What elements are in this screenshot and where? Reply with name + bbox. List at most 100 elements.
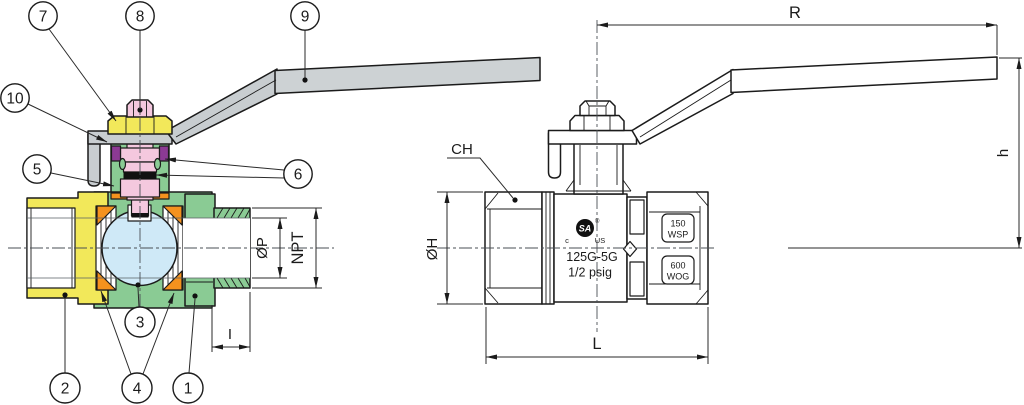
leader-dot-3 <box>135 282 141 288</box>
ext-stem-head <box>579 100 616 117</box>
callout-9-label: 9 <box>301 9 310 26</box>
dim-l-label: L <box>592 335 601 353</box>
dim-npt-label: NPT <box>289 232 307 265</box>
callout-3: 3 <box>124 282 156 338</box>
class-rating-text: 125G-5G <box>566 250 617 264</box>
callout-3-circle <box>124 306 156 338</box>
callout-2-circle <box>49 372 81 404</box>
callout-4-leader-a <box>100 290 132 375</box>
callout-4: 4 <box>100 290 175 404</box>
wog-stamp-box <box>661 255 695 285</box>
callout-6-leader-b <box>155 172 285 179</box>
callout-4-leader-b <box>142 292 175 375</box>
diamond-stamp <box>622 240 638 258</box>
callout-4-label: 4 <box>133 381 142 398</box>
csa-mark: SA ® c US <box>565 218 605 245</box>
ball-seats-orange <box>96 205 183 291</box>
csa-circle <box>576 219 594 237</box>
callout-5-label: 5 <box>33 162 42 179</box>
leader-dot-ch <box>512 197 518 203</box>
ext-left-hex-facets <box>484 192 542 304</box>
callout-4-circle <box>121 372 153 404</box>
callout-2-label: 2 <box>61 381 70 398</box>
ext-handle-arm <box>631 68 734 145</box>
leader-dot-9 <box>302 77 308 83</box>
wog-stamp: 600 WOG <box>667 261 690 282</box>
ext-packing-nut <box>569 114 625 132</box>
callout-6-leader-a <box>164 157 285 171</box>
ext-nut-facets <box>583 115 611 131</box>
wog-value: 600 <box>670 261 685 271</box>
csa-reg-symbol: ® <box>595 218 600 225</box>
ext-collar-notch-top <box>629 199 645 235</box>
ext-stem-neck <box>573 141 624 195</box>
seat-top-right <box>162 205 183 226</box>
callout-6-circle <box>283 159 313 189</box>
gland-oring-right <box>153 157 162 171</box>
wsp-stamp: 150 WSP <box>668 219 689 240</box>
dim-ch-label: CH <box>451 141 473 158</box>
dim-body-length: L <box>485 307 709 364</box>
seat-top-left <box>96 205 117 226</box>
callout-2: 2 <box>49 292 81 404</box>
callout-1-label: 1 <box>184 381 193 398</box>
callout-5-leader <box>50 172 115 187</box>
callout-10-leader <box>27 103 108 143</box>
seat-bottom-left <box>96 270 117 291</box>
callout-8-circle <box>125 1 155 31</box>
wog-label: WOG <box>667 272 690 282</box>
dim-ch-leader <box>447 157 514 199</box>
callout-6: 6 <box>155 157 313 189</box>
callout-8-label: 8 <box>136 9 145 26</box>
handle-stop-tab <box>87 133 101 187</box>
callout-10-label: 10 <box>6 91 24 108</box>
packing-nut-facets <box>125 116 155 134</box>
external-view: SA ® c US 125G-5G 1/2 psig 150 WSP 600 W… <box>424 4 1022 364</box>
dim-op-label: ØP <box>254 237 271 259</box>
ext-handle-arm-edge <box>639 79 732 138</box>
stem-oring-seal <box>123 171 157 179</box>
dim-wrench-flats: CH <box>447 141 518 203</box>
callout-1: 1 <box>172 293 204 404</box>
callout-3-label: 3 <box>136 315 145 332</box>
dim-oh-label: ØH <box>424 238 441 261</box>
gland-oring-left <box>118 157 127 171</box>
callout-5: 5 <box>22 154 115 187</box>
callout-7-label: 7 <box>39 9 48 26</box>
ext-handle <box>547 56 998 179</box>
dim-handle-height: h <box>788 57 1022 249</box>
packing-right <box>158 145 170 162</box>
dim-port-diameter: ØP <box>252 217 287 279</box>
gas-rating-text: 1/2 psig <box>568 266 612 280</box>
callout-10-circle <box>0 83 30 113</box>
callout-8: 8 <box>125 1 155 108</box>
ext-stem-head-details <box>585 100 610 116</box>
ext-collar-notch-bottom <box>629 261 645 297</box>
dim-handle-reach: R <box>597 4 998 55</box>
sectional-view: ØP NPT I 7 8 9 <box>0 1 541 404</box>
callout-3-leader <box>137 287 140 308</box>
seat-bottom-right <box>162 270 183 291</box>
wsp-label: WSP <box>668 230 689 240</box>
callout-5-circle <box>22 154 52 184</box>
ext-right-hex <box>646 191 709 305</box>
callout-9-circle <box>290 1 320 31</box>
dim-body-diameter: ØH <box>424 191 483 305</box>
dim-npt-extensions <box>252 207 322 289</box>
wsp-value: 150 <box>670 219 685 229</box>
dim-i-label: I <box>228 326 232 343</box>
handle-grip <box>274 56 541 95</box>
dim-r-label: R <box>789 4 801 22</box>
wsp-stamp-box <box>661 213 695 243</box>
handle-arm-edge <box>175 79 277 138</box>
callout-1-circle <box>172 372 204 404</box>
ext-handle-grip <box>730 56 998 94</box>
callout-7-leader <box>48 28 117 122</box>
callout-7: 7 <box>28 1 117 122</box>
dim-i-extensions <box>211 292 251 352</box>
leader-dot-1 <box>192 293 198 299</box>
leader-dot-8 <box>137 107 143 113</box>
csa-monogram: SA <box>579 224 592 234</box>
packing-left <box>110 145 122 162</box>
